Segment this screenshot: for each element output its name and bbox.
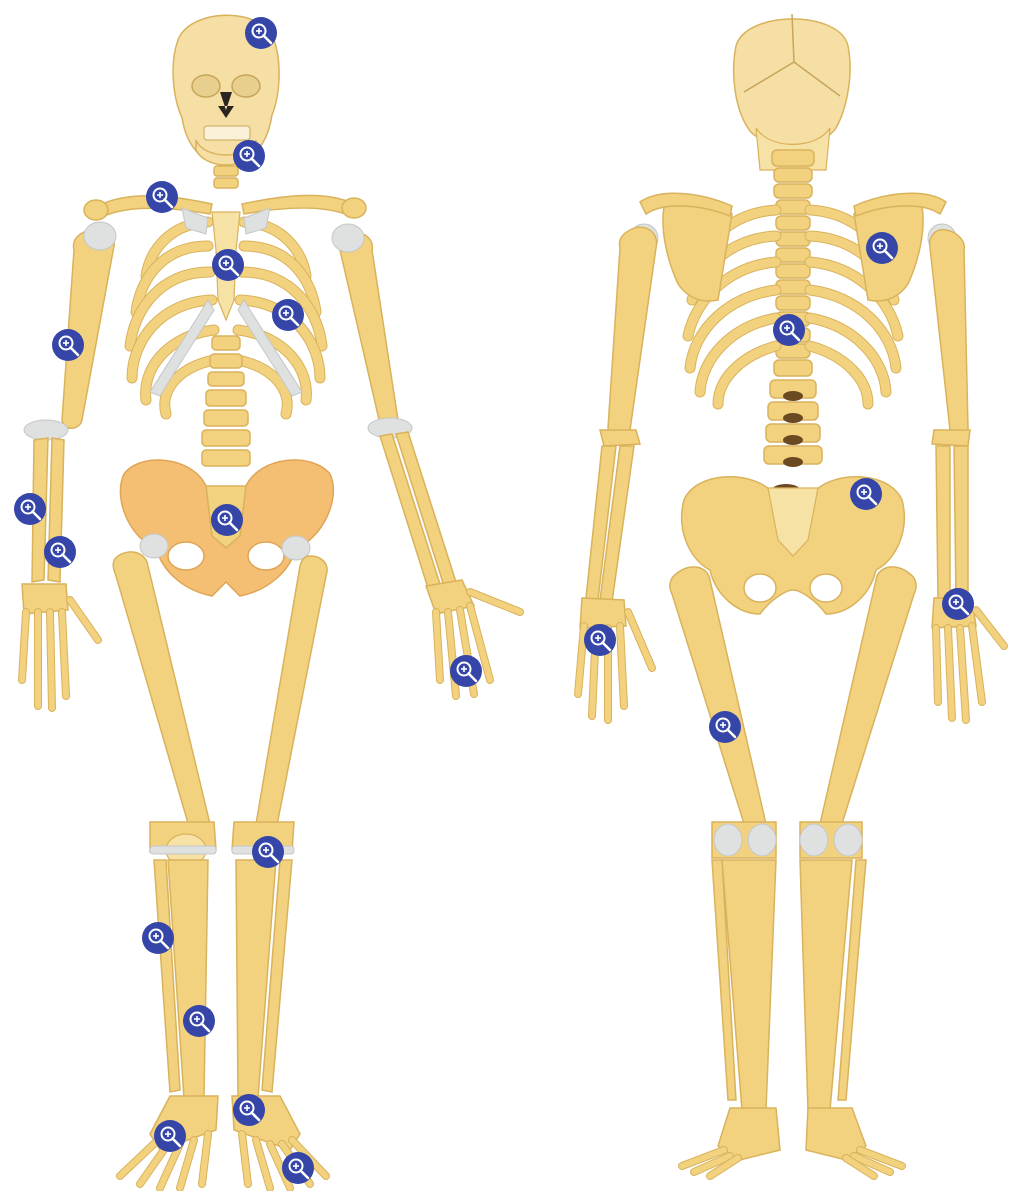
magnifier-zoom-in-icon (145, 180, 179, 214)
magnifier-zoom-in-icon (182, 1004, 216, 1038)
magnifier-zoom-in-icon (232, 1093, 266, 1127)
front-hand-left (22, 584, 98, 708)
hotspot-front-sternum[interactable] (211, 248, 245, 282)
hotspot-front-radius[interactable] (13, 492, 47, 526)
magnifier-zoom-in-icon (153, 1119, 187, 1153)
hotspot-front-mandible[interactable] (232, 139, 266, 173)
magnifier-zoom-in-icon (708, 710, 742, 744)
hotspot-back-pelvis[interactable] (849, 477, 883, 511)
magnifier-zoom-in-icon (210, 503, 244, 537)
magnifier-zoom-in-icon (51, 328, 85, 362)
hotspot-front-fibula[interactable] (141, 921, 175, 955)
hotspot-front-sacrum[interactable] (210, 503, 244, 537)
back-humerus-right (930, 230, 968, 438)
back-hand-left (578, 598, 652, 720)
back-humerus-left (608, 227, 657, 437)
magnifier-zoom-in-icon (141, 921, 175, 955)
hotspot-front-foot[interactable] (153, 1119, 187, 1153)
magnifier-zoom-in-icon (244, 16, 278, 50)
front-teeth (204, 126, 250, 140)
front-femur-right (256, 556, 327, 837)
hotspot-front-humerus[interactable] (51, 328, 85, 362)
hotspot-front-ribs[interactable] (271, 298, 305, 332)
front-eye-left (192, 75, 220, 97)
hotspot-back-hand-left[interactable] (583, 623, 617, 657)
hotspot-front-tibia[interactable] (182, 1004, 216, 1038)
hotspot-front-clavicle[interactable] (145, 180, 179, 214)
hotspot-back-spine[interactable] (772, 313, 806, 347)
magnifier-zoom-in-icon (941, 587, 975, 621)
magnifier-zoom-in-icon (13, 492, 47, 526)
magnifier-zoom-in-icon (772, 313, 806, 347)
hotspot-back-femur[interactable] (708, 710, 742, 744)
magnifier-zoom-in-icon (583, 623, 617, 657)
front-humerus-right (339, 232, 398, 430)
back-ulna-right (954, 446, 968, 600)
hotspot-front-skull[interactable] (244, 16, 278, 50)
front-femur-left (113, 552, 210, 835)
back-foot-left (682, 1108, 780, 1176)
magnifier-zoom-in-icon (251, 835, 285, 869)
back-skull (734, 19, 850, 145)
back-radius-right (936, 446, 950, 600)
magnifier-zoom-in-icon (211, 248, 245, 282)
hotspot-front-ulna[interactable] (43, 535, 77, 569)
magnifier-zoom-in-icon (43, 535, 77, 569)
magnifier-zoom-in-icon (449, 654, 483, 688)
back-foot-right (806, 1108, 902, 1176)
hotspot-front-tarsals[interactable] (232, 1093, 266, 1127)
hotspot-front-hand[interactable] (449, 654, 483, 688)
hotspot-back-scapula[interactable] (865, 231, 899, 265)
hotspot-back-hand-right[interactable] (941, 587, 975, 621)
front-eye-right (232, 75, 260, 97)
hotspot-front-toes[interactable] (281, 1151, 315, 1185)
magnifier-zoom-in-icon (281, 1151, 315, 1185)
magnifier-zoom-in-icon (232, 139, 266, 173)
magnifier-zoom-in-icon (849, 477, 883, 511)
magnifier-zoom-in-icon (271, 298, 305, 332)
front-skeleton (22, 15, 520, 1188)
magnifier-zoom-in-icon (865, 231, 899, 265)
hotspot-front-patella[interactable] (251, 835, 285, 869)
